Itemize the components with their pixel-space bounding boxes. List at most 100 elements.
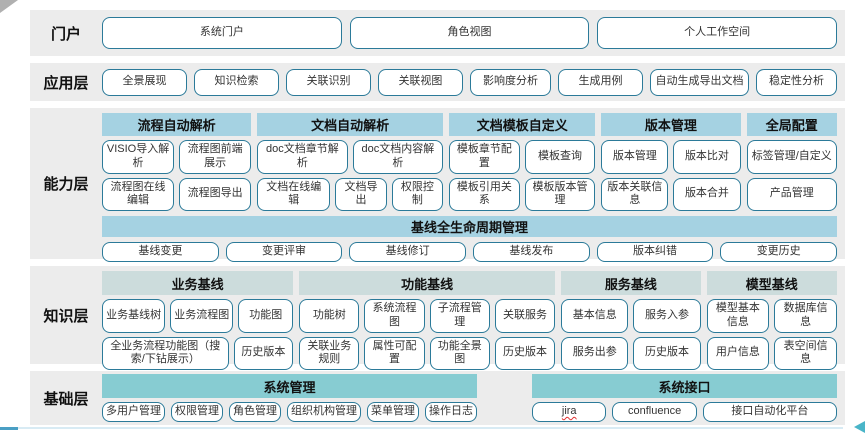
- cap-button[interactable]: 版本管理: [601, 140, 669, 174]
- kn-button[interactable]: 功能图: [238, 299, 294, 333]
- baseline-button[interactable]: 变更历史: [720, 242, 838, 262]
- kn-button[interactable]: 子流程管理: [429, 299, 490, 333]
- kn-button[interactable]: 历史版本: [633, 336, 701, 370]
- cap-button[interactable]: 权限控制: [391, 177, 444, 211]
- cap-group-header: 文档自动解析: [257, 113, 444, 136]
- baseline-button[interactable]: 变更评审: [225, 242, 343, 262]
- kn-group-business-baseline: 业务基线 业务基线树 业务流程图 功能图 全业务流程功能图（搜索/下钻展示） 历…: [102, 271, 294, 370]
- kn-group-header: 模型基线: [706, 271, 837, 295]
- kn-button[interactable]: 表空间信息: [774, 336, 838, 370]
- layer-label-capability: 能力层: [43, 176, 89, 193]
- cap-group-process-parsing: 流程自动解析 VISIO导入解析 流程图前端展示 流程图在线编辑 流程图导出: [102, 113, 252, 211]
- app-button-generate-usecase[interactable]: 生成用例: [558, 68, 644, 96]
- cap-button[interactable]: 模板章节配置: [449, 140, 520, 174]
- app-button-stability-analysis[interactable]: 稳定性分析: [755, 68, 838, 96]
- app-button-panorama[interactable]: 全景展现: [102, 68, 187, 96]
- app-button-impact-analysis[interactable]: 影响度分析: [469, 68, 552, 96]
- page-corner-fold: [0, 0, 18, 13]
- fd-group-header: 系统管理: [102, 374, 477, 399]
- cap-button[interactable]: 标签管理/自定义: [746, 140, 837, 174]
- kn-group-header: 业务基线: [102, 271, 294, 295]
- cap-button[interactable]: VISIO导入解析: [102, 140, 175, 174]
- kn-group-header: 服务基线: [561, 271, 701, 295]
- cap-group-doc-parsing: 文档自动解析 doc文档章节解析 doc文档内容解析 文档在线编辑 文档导出 权…: [257, 113, 444, 211]
- kn-button[interactable]: 功能全景图: [429, 336, 490, 370]
- portal-button-system[interactable]: 系统门户: [102, 17, 342, 49]
- layer-label-knowledge: 知识层: [43, 307, 89, 325]
- layer-label-foundation: 基础层: [43, 390, 89, 408]
- kn-button[interactable]: 关联服务: [494, 299, 556, 333]
- fd-button[interactable]: 组织机构管理: [287, 402, 361, 422]
- cap-group-global-config: 全局配置 标签管理/自定义 产品管理: [746, 113, 837, 211]
- cap-group-header: 流程自动解析: [102, 113, 252, 136]
- kn-button[interactable]: 基本信息: [561, 299, 629, 333]
- fd-button[interactable]: 角色管理: [229, 402, 281, 422]
- kn-button[interactable]: 服务入参: [633, 299, 701, 333]
- cap-button[interactable]: 模板版本管理: [524, 177, 596, 211]
- cap-button[interactable]: 流程图导出: [179, 177, 252, 211]
- fd-button[interactable]: 权限管理: [171, 402, 223, 422]
- kn-button[interactable]: 功能树: [299, 299, 360, 333]
- cap-button[interactable]: 产品管理: [746, 177, 837, 211]
- app-button-relation-identify[interactable]: 关联识别: [285, 68, 371, 96]
- kn-group-service-baseline: 服务基线 基本信息 服务入参 服务出参 历史版本: [561, 271, 701, 370]
- cap-group-header: 文档模板自定义: [449, 113, 596, 136]
- kn-button[interactable]: 系统流程图: [364, 299, 425, 333]
- kn-button[interactable]: 数据库信息: [774, 299, 838, 333]
- kn-group-header: 功能基线: [299, 271, 556, 295]
- layer-label-application: 应用层: [43, 74, 89, 92]
- baseline-button[interactable]: 基线修订: [349, 242, 467, 262]
- cap-button[interactable]: 模板查询: [524, 140, 596, 174]
- kn-group-model-baseline: 模型基线 模型基本信息 数据库信息 用户信息 表空间信息: [706, 271, 838, 370]
- fd-button[interactable]: 多用户管理: [102, 402, 165, 422]
- kn-button[interactable]: 全业务流程功能图（搜索/下钻展示）: [102, 336, 229, 370]
- kn-button[interactable]: 业务流程图: [170, 299, 234, 333]
- kn-button[interactable]: 业务基线树: [102, 299, 166, 333]
- cap-button[interactable]: doc文档内容解析: [352, 140, 444, 174]
- cap-button[interactable]: 文档在线编辑: [257, 177, 331, 211]
- cap-button[interactable]: 模板引用关系: [449, 177, 520, 211]
- layer-label-portal: 门户: [50, 25, 81, 43]
- kn-button[interactable]: 服务出参: [561, 336, 629, 370]
- fd-button[interactable]: 菜单管理: [367, 402, 419, 422]
- cap-button[interactable]: 版本比对: [673, 140, 741, 174]
- kn-button[interactable]: 模型基本信息: [706, 299, 770, 333]
- bottom-edge-line: [18, 427, 843, 429]
- app-button-auto-export-doc[interactable]: 自动生成导出文档: [650, 68, 749, 96]
- kn-button[interactable]: 关联业务规则: [299, 336, 360, 370]
- layer-band-foundation: 基础层 系统管理 多用户管理 权限管理 角色管理 组织机构管理 菜单管理 操作日…: [30, 371, 845, 425]
- cap-button[interactable]: 版本合并: [673, 177, 741, 211]
- fd-group-system-mgmt: 系统管理 多用户管理 权限管理 角色管理 组织机构管理 菜单管理 操作日志: [102, 374, 477, 422]
- app-button-knowledge-search[interactable]: 知识检索: [193, 68, 279, 96]
- fd-group-header: 系统接口: [532, 374, 837, 399]
- portal-button-role-view[interactable]: 角色视图: [349, 17, 590, 49]
- cap-button[interactable]: doc文档章节解析: [257, 140, 348, 174]
- kn-button[interactable]: 历史版本: [233, 336, 294, 370]
- cap-group-version-mgmt: 版本管理 版本管理 版本比对 版本关联信息 版本合并: [601, 113, 741, 211]
- fd-button[interactable]: 操作日志: [425, 402, 477, 422]
- cap-group-doc-template: 文档模板自定义 模板章节配置 模板查询 模板引用关系 模板版本管理: [449, 113, 596, 211]
- cap-group-header: 全局配置: [746, 113, 837, 136]
- kn-button[interactable]: 用户信息: [706, 336, 770, 370]
- baseline-button[interactable]: 基线变更: [102, 242, 219, 262]
- app-button-relation-view[interactable]: 关联视图: [377, 68, 463, 96]
- fd-button-jira[interactable]: jira: [532, 402, 607, 422]
- cap-button[interactable]: 流程图在线编辑: [102, 177, 175, 211]
- fd-button-interface-platform[interactable]: 接口自动化平台: [702, 402, 837, 422]
- baseline-button[interactable]: 版本纠错: [596, 242, 714, 262]
- baseline-lifecycle-banner: 基线全生命周期管理: [102, 216, 837, 237]
- cap-group-header: 版本管理: [601, 113, 741, 136]
- kn-button[interactable]: 历史版本: [494, 336, 556, 370]
- cap-button[interactable]: 版本关联信息: [601, 177, 669, 211]
- cap-button[interactable]: 文档导出: [335, 177, 387, 211]
- baseline-button[interactable]: 基线发布: [473, 242, 590, 262]
- fd-button-confluence[interactable]: confluence: [612, 402, 697, 422]
- kn-button[interactable]: 属性可配置: [364, 336, 425, 370]
- fd-group-system-interface: 系统接口 jira confluence 接口自动化平台: [532, 374, 837, 422]
- cap-button[interactable]: 流程图前端展示: [179, 140, 252, 174]
- portal-button-workspace[interactable]: 个人工作空间: [597, 17, 838, 49]
- kn-group-function-baseline: 功能基线 功能树 系统流程图 子流程管理 关联服务 关联业务规则 属性可配置 功…: [299, 271, 556, 370]
- layer-band-capability: 能力层 流程自动解析 VISIO导入解析 流程图前端展示 流程图在线编辑 流程图…: [30, 108, 845, 262]
- left-arrow-icon: [854, 421, 865, 433]
- layer-band-knowledge: 知识层 业务基线 业务基线树 业务流程图 功能图 全业务流程功能图（搜索/下钻展…: [30, 266, 845, 370]
